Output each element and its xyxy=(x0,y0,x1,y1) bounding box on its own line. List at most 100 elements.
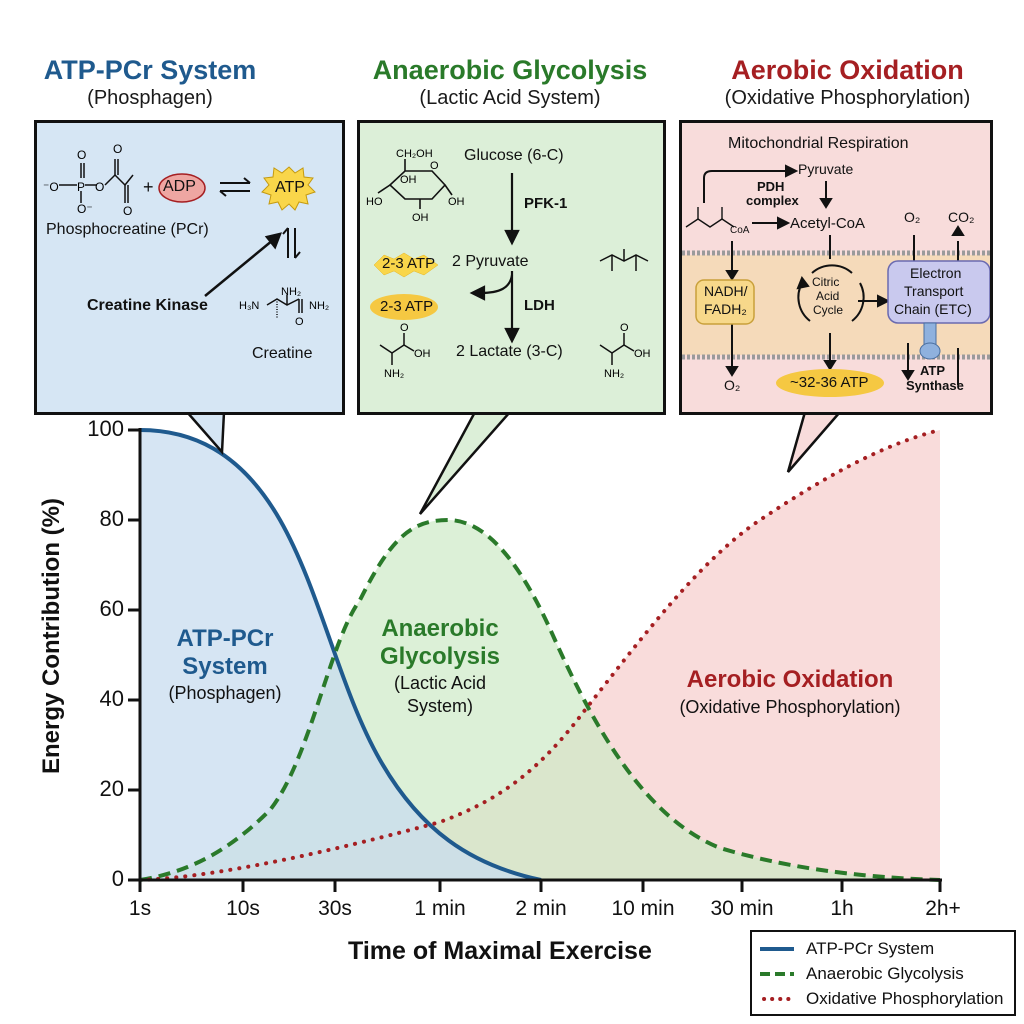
synthase-label-2: Synthase xyxy=(906,378,964,393)
svg-text:HO: HO xyxy=(366,196,383,208)
aerobic-panel: Mitochondrial Respiration Pyruvate PDH c… xyxy=(679,120,993,415)
atp-yield-label: ~32-36 ATP xyxy=(790,374,869,391)
y-tick-40: 40 xyxy=(99,686,124,711)
chart-label-gly-main1: Anaerobic xyxy=(381,615,499,642)
x-axis-title: Time of Maximal Exercise xyxy=(348,937,652,965)
glycolysis-arrows-icon xyxy=(469,173,520,344)
mito-heading: Mitochondrial Respiration xyxy=(728,135,909,152)
creatine-kinase-arrow-icon xyxy=(204,232,283,297)
phosphocreatine-label: Phosphocreatine (PCr) xyxy=(46,221,209,238)
x-tick-2h: 2h+ xyxy=(925,897,961,920)
creatine-structure-icon xyxy=(266,295,303,319)
svg-text:CH₂OH: CH₂OH xyxy=(396,148,433,160)
chart-label-atp-sub: (Phosphagen) xyxy=(168,683,282,703)
pdh-complex-label: complex xyxy=(746,193,799,208)
acetoacetyl-structure-icon xyxy=(685,207,735,228)
adp-label: ADP xyxy=(163,178,196,195)
x-tick-10s: 10s xyxy=(226,897,260,920)
chart-label-atp-main2: System xyxy=(182,653,268,680)
atp-label: ATP xyxy=(275,179,305,196)
svg-text:OH: OH xyxy=(412,212,429,224)
legend-dotted-line-icon xyxy=(760,994,798,1004)
o2-top-label: O₂ xyxy=(904,209,921,225)
phosphocreatine-structure-icon xyxy=(59,159,134,203)
y-tick-100: 100 xyxy=(87,416,124,441)
aerobic-diagram xyxy=(682,164,990,397)
pyruvate-label: 2 Pyruvate xyxy=(452,253,529,270)
synthase-label-1: ATP xyxy=(920,363,946,378)
aerobic-title-sub: (Oxidative Phosphorylation) xyxy=(724,87,971,109)
glycolysis-title-sub: (Lactic Acid System) xyxy=(419,87,601,109)
x-tick-1h: 1h xyxy=(830,897,854,920)
x-ticks xyxy=(138,880,942,892)
y-tick-80: 80 xyxy=(99,506,124,531)
aerobic-title-main: Aerobic Oxidation xyxy=(731,55,964,85)
x-tick-1min: 1 min xyxy=(414,897,466,920)
atp-pcr-curve xyxy=(139,428,542,882)
pfk1-label: PFK-1 xyxy=(524,195,568,212)
svg-text:O: O xyxy=(95,180,104,194)
etc-label-2: Transport xyxy=(904,283,964,299)
atp-pcr-area xyxy=(140,430,541,880)
lactate-label: 2 Lactate (3-C) xyxy=(456,343,563,360)
legend-solid-line-icon xyxy=(760,944,798,954)
svg-text:O: O xyxy=(113,142,122,156)
legend-item-oxidative: Oxidative Phosphorylation xyxy=(760,986,1006,1011)
svg-text:H₃N: H₃N xyxy=(239,300,259,312)
svg-text:O: O xyxy=(77,148,86,162)
aerobic-title: Aerobic Oxidation (Oxidative Phosphoryla… xyxy=(680,54,1015,110)
svg-text:NH₂: NH₂ xyxy=(384,368,404,380)
aerobic-callout-pointer xyxy=(786,410,843,473)
pyruvate-structure-icon xyxy=(599,249,649,271)
x-tick-30s: 30s xyxy=(318,897,352,920)
atp-burst-icon xyxy=(373,252,439,278)
nadh-label-1: NADH/ xyxy=(704,283,748,299)
svg-text:NH₂: NH₂ xyxy=(604,368,624,380)
legend-label-glycolysis: Anaerobic Glycolysis xyxy=(806,963,964,983)
co2-label: CO₂ xyxy=(948,209,975,225)
legend-dashed-line-icon xyxy=(760,969,798,979)
coa-label: CoA xyxy=(730,225,750,236)
aerobic-arrows-icon xyxy=(703,164,965,385)
svg-text:OH: OH xyxy=(448,196,465,208)
glucose-label: Glucose (6-C) xyxy=(464,147,564,164)
svg-text:NH₂: NH₂ xyxy=(309,300,329,312)
x-tick-10min: 10 min xyxy=(611,897,675,920)
pdh-label: PDH xyxy=(757,179,785,194)
lactate-structure-icon xyxy=(379,333,635,365)
o2-bottom-label: O₂ xyxy=(724,377,741,393)
svg-text:O: O xyxy=(295,316,304,328)
y-axis-title: Energy Contribution (%) xyxy=(38,498,65,774)
ldh-label: LDH xyxy=(524,297,555,314)
legend: ATP-PCr System Anaerobic Glycolysis Oxid… xyxy=(750,930,1016,1016)
pyruvate-label-aerobic: Pyruvate xyxy=(798,161,854,177)
etc-label-3: Chain (ETC) xyxy=(894,301,972,317)
creatine-label: Creatine xyxy=(252,345,313,362)
atp-pcr-diagram: ⁻O P O O O⁻ O O H₃N NH₂ NH₂ xyxy=(43,142,329,328)
chart-label-glycolysis: Anaerobic Glycolysis (Lactic Acid System… xyxy=(360,615,520,717)
chart-label-aerobic: Aerobic Oxidation (Oxidative Phosphoryla… xyxy=(640,665,940,719)
chart-label-gly-sub1: (Lactic Acid xyxy=(393,673,487,693)
svg-text:O: O xyxy=(123,204,132,218)
chart-label-atp: ATP-PCr System (Phosphagen) xyxy=(150,625,300,705)
svg-text:OH: OH xyxy=(414,348,431,360)
x-tick-1s: 1s xyxy=(128,897,152,920)
svg-text:OH: OH xyxy=(400,174,417,186)
legend-item-glycolysis: Anaerobic Glycolysis xyxy=(760,961,1006,986)
svg-text:O⁻: O⁻ xyxy=(77,202,93,216)
citric-label-3: Cycle xyxy=(813,303,844,317)
x-tick-30min: 30 min xyxy=(710,897,774,920)
acetyl-coa-label: Acetyl-CoA xyxy=(790,215,866,232)
etc-box xyxy=(887,260,990,324)
glucose-ring-icon xyxy=(377,159,453,209)
x-tick-2min: 2 min xyxy=(515,897,567,920)
chart-label-aer-sub: (Oxidative Phosphorylation) xyxy=(679,697,901,717)
atp-oval-label: 2-3 ATP xyxy=(380,298,434,315)
plus-sign: + xyxy=(143,177,154,197)
svg-text:O: O xyxy=(400,322,409,334)
oxidative-area xyxy=(140,430,940,880)
glycolysis-title: Anaerobic Glycolysis (Lactic Acid System… xyxy=(355,54,665,110)
legend-item-atp: ATP-PCr System xyxy=(760,936,1006,961)
